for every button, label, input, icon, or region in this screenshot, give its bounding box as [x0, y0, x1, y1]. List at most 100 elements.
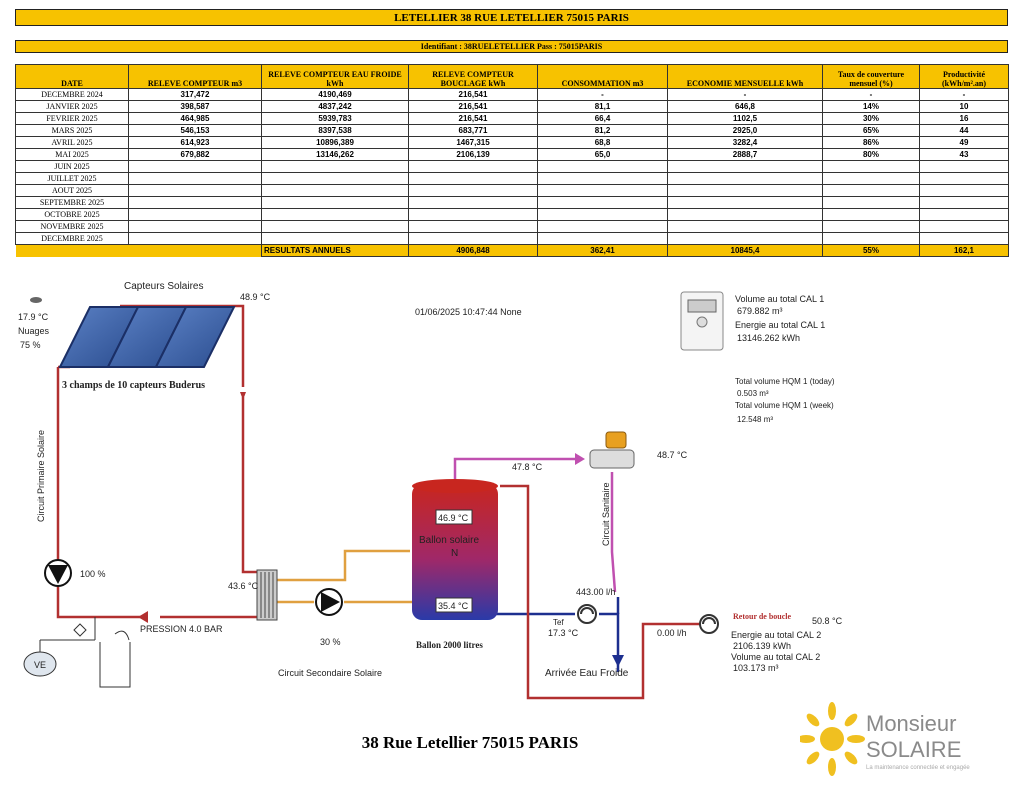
table-cell [822, 196, 920, 209]
table-cell: - [537, 88, 668, 101]
collector-temp: 48.9 °C [240, 292, 271, 302]
column-header: Taux de couverture mensuel (%) [822, 64, 920, 89]
table-cell: DECEMBRE 2025 [15, 232, 129, 245]
timestamp: 01/06/2025 10:47:44 None [415, 307, 522, 317]
table-row: SEPTEMBRE 2025 [15, 196, 1009, 209]
table-cell [408, 196, 538, 209]
table-cell [537, 160, 668, 173]
table-cell: 317,472 [128, 88, 262, 101]
table-cell [537, 232, 668, 245]
table-cell: 81,2 [537, 124, 668, 137]
table-cell [822, 220, 920, 233]
table-cell [128, 220, 262, 233]
collectors-title: Capteurs Solaires [124, 281, 203, 292]
table-cell: 679,882 [128, 148, 262, 161]
exchanger-temp: 43.6 °C [228, 581, 259, 591]
table-cell [128, 208, 262, 221]
table-cell: 43 [919, 148, 1009, 161]
table-cell: AOUT 2025 [15, 184, 129, 197]
table-cell: MAI 2025 [15, 148, 129, 161]
table-cell [261, 208, 409, 221]
table-cell: MARS 2025 [15, 124, 129, 137]
retour-label: Retour de boucle [733, 612, 792, 621]
table-cell: 68,8 [537, 136, 668, 149]
table-cell [408, 184, 538, 197]
table-cell: 10896,389 [261, 136, 409, 149]
total-label: RESULTATS ANNUELS [261, 244, 409, 257]
footer-address: 38 Rue Letellier 75015 PARIS [361, 733, 579, 752]
installation-diagram: 17.9 °C Nuages 75 % Capteurs Solaires 48… [18, 281, 843, 700]
table-cell [667, 220, 823, 233]
table-cell: DECEMBRE 2024 [15, 88, 129, 101]
logo-line2: SOLAIRE [866, 737, 961, 762]
weather-temp: 17.9 °C [18, 312, 49, 322]
table-cell: 13146,262 [261, 148, 409, 161]
table-cell [822, 208, 920, 221]
table-row: OCTOBRE 2025 [15, 208, 1009, 221]
cloud-icon [30, 297, 42, 303]
cal1-energy: 13146.262 kWh [737, 333, 800, 343]
table-cell: 49 [919, 136, 1009, 149]
table-cell [128, 184, 262, 197]
table-cell: 614,923 [128, 136, 262, 149]
column-header: RELEVE COMPTEUR EAU FROIDE kWh [261, 64, 409, 89]
pump1-pct: 100 % [80, 569, 106, 579]
logo-line1: Monsieur [866, 711, 956, 736]
secondary-circuit-pipes [276, 549, 412, 604]
logo-tagline: La maintenance connectée et engagée [866, 765, 970, 771]
flow-arrow-icon [138, 611, 148, 623]
identifiant-bar: Identifiant : 38RUELETELLIER Pass : 7501… [15, 40, 1008, 53]
total-consommation: 362,41 [537, 244, 668, 257]
cal1-volume-label: Volume au total CAL 1 [735, 294, 824, 304]
empty-cell [128, 244, 262, 257]
table-cell [822, 172, 920, 185]
table-cell: 1467,315 [408, 136, 538, 149]
pump-icon [315, 588, 343, 616]
column-header: CONSOMMATION m3 [537, 64, 668, 89]
table-cell: 8397,538 [261, 124, 409, 137]
cal2-energy: 2106.139 kWh [733, 641, 791, 651]
table-cell: 4190,469 [261, 88, 409, 101]
retour-temp: 50.8 °C [812, 616, 843, 626]
hqm-today-label: Total volume HQM 1 (today) [735, 377, 835, 386]
sun-icon [800, 702, 865, 776]
table-cell: JUIN 2025 [15, 160, 129, 173]
total-taux: 55% [822, 244, 920, 257]
table-cell: - [919, 88, 1009, 101]
table-cell: 5939,783 [261, 112, 409, 125]
mixer-temp: 48.7 °C [657, 450, 688, 460]
table-cell [919, 160, 1009, 173]
table-cell [261, 232, 409, 245]
arrivee-eau-froide: Arrivée Eau Froide [545, 668, 629, 679]
cold-temp: 17.3 °C [548, 628, 579, 638]
cal2-volume-label: Volume au total CAL 2 [731, 652, 820, 662]
flow-arrow-icon [240, 392, 246, 400]
table-row: NOVEMBRE 2025 [15, 220, 1009, 233]
tank-caption: Ballon 2000 litres [416, 640, 483, 650]
total-economie: 10845,4 [667, 244, 823, 257]
table-cell [128, 160, 262, 173]
cold-temp-label: Tef [553, 618, 564, 627]
circuit-sanitaire-label: Circuit Sanitaire [601, 482, 611, 546]
table-cell: 30% [822, 112, 920, 125]
table-cell: - [822, 88, 920, 101]
table-cell: 464,985 [128, 112, 262, 125]
table-cell [261, 196, 409, 209]
ve-label: VE [34, 660, 46, 670]
table-cell [667, 160, 823, 173]
table-cell: 86% [822, 136, 920, 149]
table-cell [408, 172, 538, 185]
table-cell: OCTOBRE 2025 [15, 208, 129, 221]
solar-tank [412, 479, 498, 620]
table-cell: 216,541 [408, 100, 538, 113]
expansion-vessel-icon [23, 617, 96, 677]
table-cell: FEVRIER 2025 [15, 112, 129, 125]
table-cell: JANVIER 2025 [15, 100, 129, 113]
tank-top-temp: 46.9 °C [438, 513, 469, 523]
